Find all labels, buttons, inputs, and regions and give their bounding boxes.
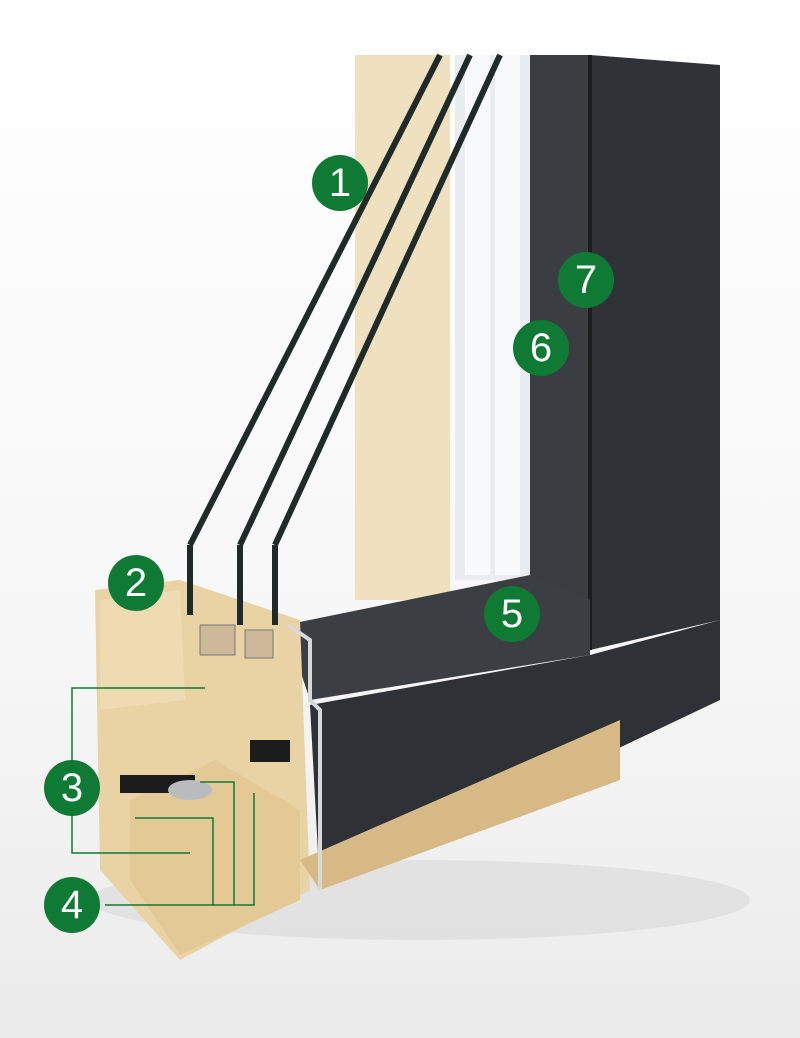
callout-marker-5: 5 [484, 586, 540, 642]
callout-marker-4: 4 [44, 877, 100, 933]
callout-marker-1: 1 [312, 155, 368, 211]
callout-marker-2: 2 [108, 555, 164, 611]
callout-marker-3: 3 [44, 760, 100, 816]
callout-marker-7: 7 [558, 252, 614, 308]
callout-marker-6: 6 [513, 320, 569, 376]
